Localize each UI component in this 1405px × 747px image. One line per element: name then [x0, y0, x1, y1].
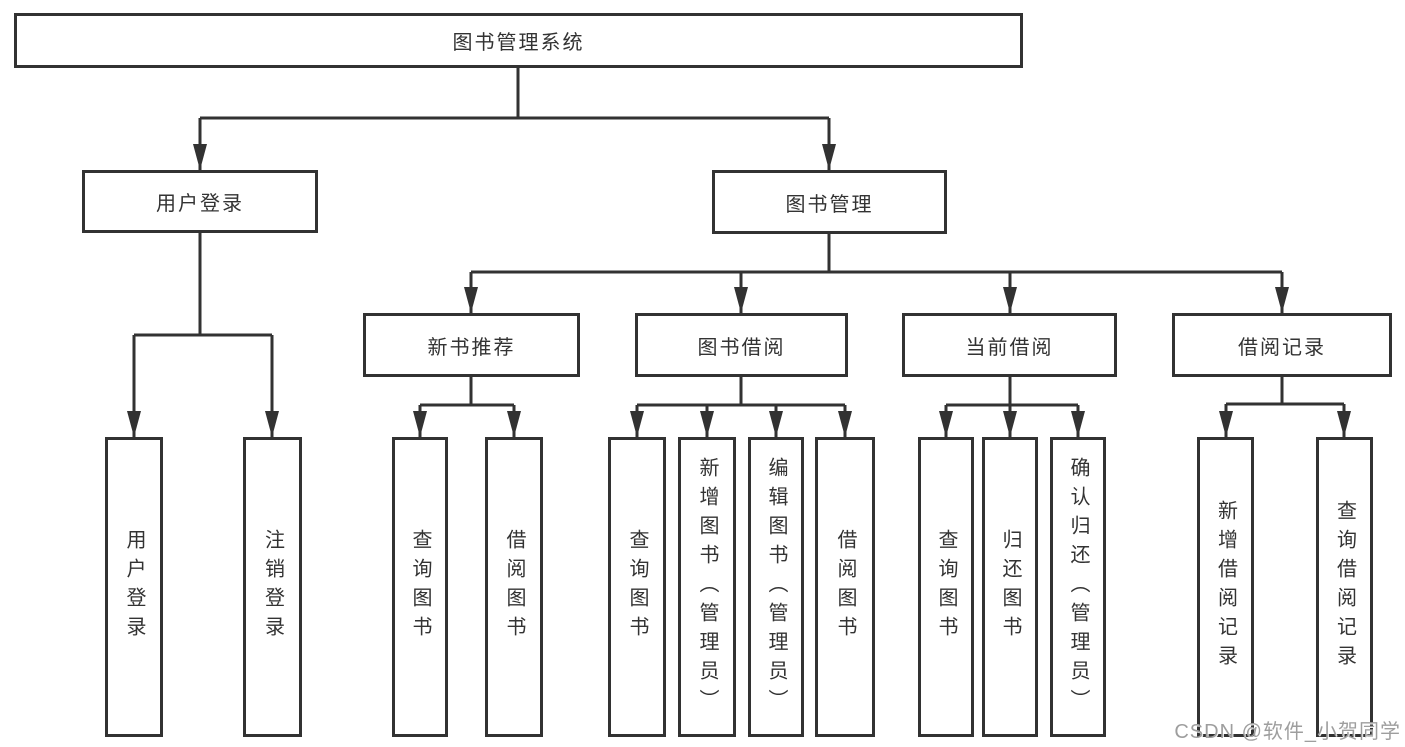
- leaf-borrow-edit-books-admin-label: 编辑图书（管理员）: [765, 456, 787, 718]
- leaf-records-add-record-label: 新增借阅记录: [1214, 500, 1237, 674]
- node-user-login: 用户登录: [82, 170, 318, 233]
- leaf-current-confirm-return-admin: 确认归还（管理员）: [1050, 437, 1106, 737]
- leaf-current-query-books-label: 查询图书: [935, 529, 957, 645]
- leaf-borrow-add-books-admin: 新增图书（管理员）: [678, 437, 736, 737]
- node-borrow-records-label: 借阅记录: [1238, 336, 1326, 359]
- node-root-system: 图书管理系统: [14, 13, 1023, 68]
- leaf-current-query-books: 查询图书: [918, 437, 974, 737]
- leaf-logout: 注销登录: [243, 437, 302, 737]
- leaf-current-confirm-return-admin-label: 确认归还（管理员）: [1067, 456, 1089, 718]
- connector-new-book-recommend: [420, 377, 514, 407]
- leaf-logout-label: 注销登录: [261, 529, 284, 645]
- leaf-current-return-books: 归还图书: [982, 437, 1038, 737]
- leaf-user-login: 用户登录: [105, 437, 163, 737]
- node-current-borrow: 当前借阅: [902, 313, 1117, 377]
- leaf-user-login-label: 用户登录: [123, 529, 145, 645]
- leaf-recommend-query-books-label: 查询图书: [409, 529, 431, 645]
- leaf-borrow-query-books: 查询图书: [608, 437, 666, 737]
- leaf-recommend-query-books: 查询图书: [392, 437, 448, 737]
- leaf-borrow-add-books-admin-label: 新增图书（管理员）: [696, 456, 718, 718]
- leaf-records-query-record: 查询借阅记录: [1316, 437, 1373, 737]
- node-book-borrow-label: 图书借阅: [697, 336, 786, 359]
- leaf-recommend-borrow-books: 借阅图书: [485, 437, 543, 737]
- node-current-borrow-label: 当前借阅: [965, 336, 1054, 359]
- csdn-watermark: CSDN @软件_小贺同学: [1174, 721, 1401, 743]
- leaf-borrow-query-books-label: 查询图书: [626, 529, 648, 645]
- node-user-login-label: 用户登录: [156, 193, 244, 215]
- node-root-system-label: 图书管理系统: [452, 32, 585, 54]
- node-book-management: 图书管理: [712, 170, 947, 234]
- node-new-book-recommend-label: 新书推荐: [427, 336, 516, 359]
- connector-root: [200, 68, 829, 120]
- leaf-records-add-record: 新增借阅记录: [1197, 437, 1254, 737]
- leaf-recommend-borrow-books-label: 借阅图书: [503, 529, 525, 645]
- leaf-current-return-books-label: 归还图书: [999, 529, 1021, 645]
- leaf-records-query-record-label: 查询借阅记录: [1333, 500, 1356, 674]
- connector-book-management: [471, 234, 1282, 274]
- node-new-book-recommend: 新书推荐: [363, 313, 580, 377]
- connector-user-login: [134, 233, 272, 337]
- leaf-borrow-edit-books-admin: 编辑图书（管理员）: [748, 437, 804, 737]
- node-borrow-records: 借阅记录: [1172, 313, 1392, 377]
- leaf-borrow-borrow-books-label: 借阅图书: [834, 529, 856, 645]
- node-book-borrow: 图书借阅: [635, 313, 848, 377]
- leaf-borrow-borrow-books: 借阅图书: [815, 437, 875, 737]
- connector-current-borrow: [946, 377, 1078, 407]
- node-book-management-label: 图书管理: [785, 193, 874, 216]
- connector-borrow-records: [1226, 377, 1344, 406]
- connector-book-borrow: [637, 377, 845, 407]
